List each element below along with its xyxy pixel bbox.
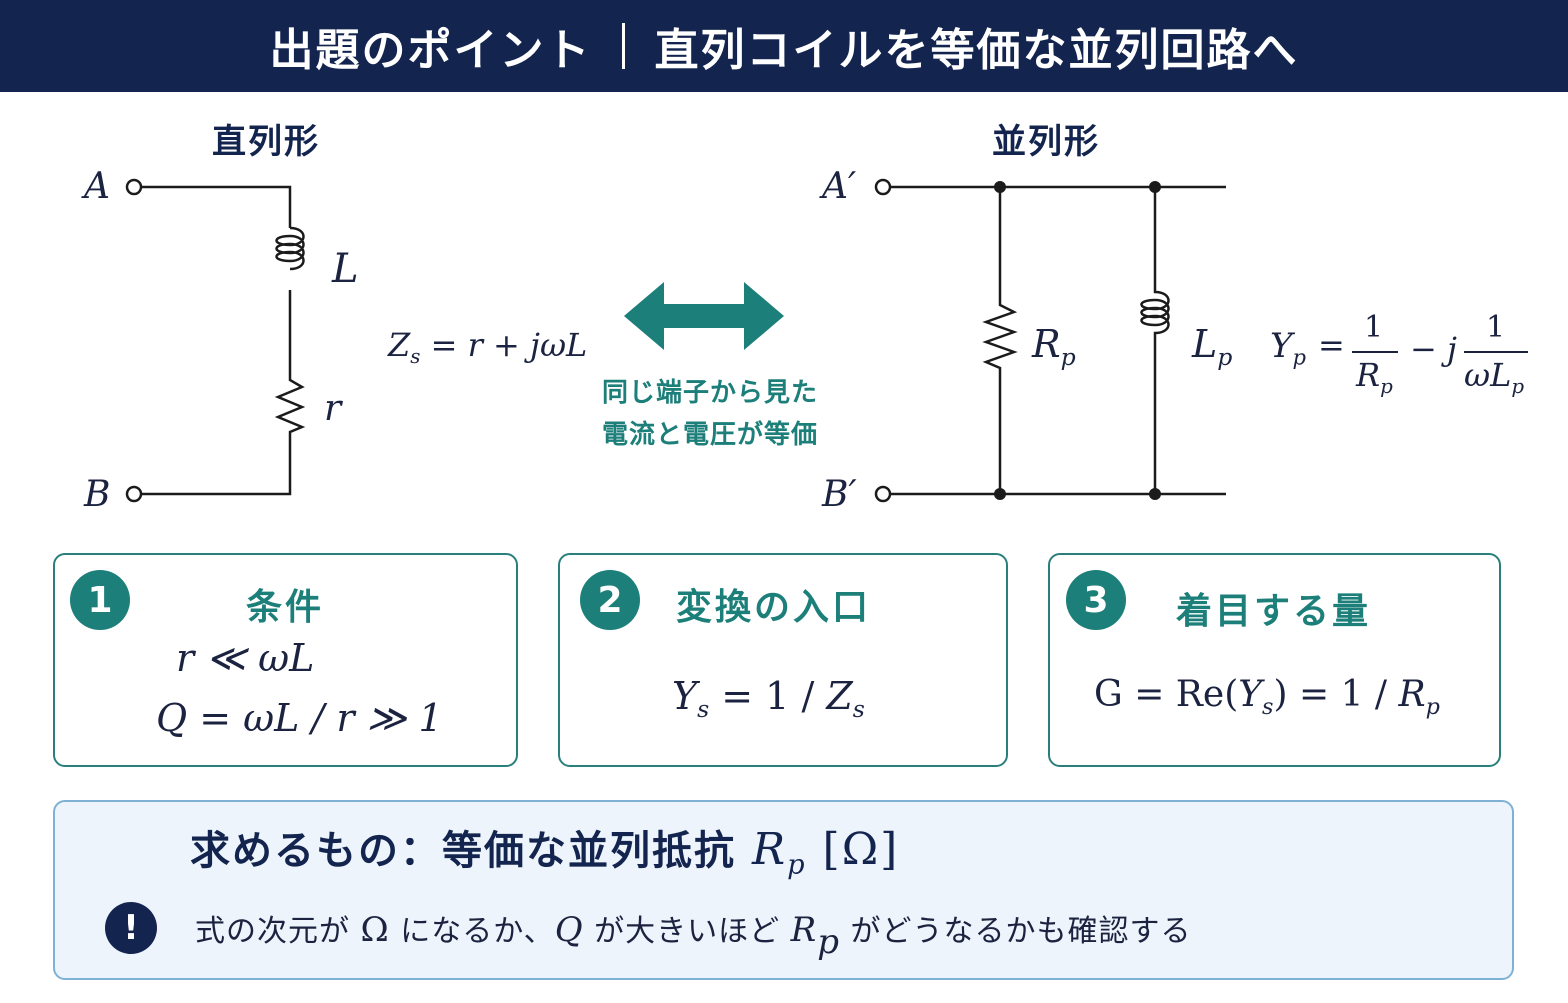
parallel-resistor-label: Rp <box>1032 322 1076 372</box>
parallel-inductor-branch <box>1140 187 1170 494</box>
terminal-a-node <box>125 178 143 196</box>
junction-dot <box>1149 181 1161 193</box>
inductor-label: L <box>332 246 359 292</box>
terminal-a-prime-node <box>874 178 892 196</box>
equivalence-note-line1: 同じ端子から見た <box>601 378 818 408</box>
fraction1-numerator: 1 <box>1364 310 1384 345</box>
admittance-equals: = <box>1318 326 1345 364</box>
junction-dot <box>994 488 1006 500</box>
step-number-2: 2 <box>580 570 640 630</box>
double-arrow-icon <box>624 282 784 350</box>
parallel-resistor-branch <box>982 187 1018 494</box>
step-number-1: 1 <box>70 570 130 630</box>
terminal-b-label: B <box>84 474 111 515</box>
junction-dot <box>1149 488 1161 500</box>
series-top-wire <box>141 185 292 228</box>
goal-title: 求めるもの：等価な並列抵抗 Rp [Ω] <box>190 818 900 881</box>
series-resistor-and-bottom-wire <box>141 290 306 496</box>
series-impedance-formula: Zs = r + jωL <box>388 326 588 368</box>
header-bar: 出題のポイント 直列コイルを等価な並列回路へ <box>0 0 1568 92</box>
step-number-3: 3 <box>1066 570 1126 630</box>
fraction1-denominator: Rp <box>1356 356 1393 398</box>
admittance-lhs: Yp <box>1270 326 1306 370</box>
series-inductor <box>275 226 305 271</box>
equivalence-note-line2: 電流と電圧が等価 <box>601 420 818 450</box>
conversion-card-title: 変換の入口 <box>676 587 872 628</box>
equivalence-note: 同じ端子から見た 電流と電圧が等価 <box>560 372 860 456</box>
condition-formula-2: Q = ωL / r ≫ 1 <box>156 696 443 740</box>
goal-symbol: Rp [Ω] <box>751 824 900 881</box>
exclamation-icon: ! <box>105 902 157 954</box>
terminal-a-label: A <box>84 166 110 207</box>
target-quantity-card-title: 着目する量 <box>1176 591 1372 632</box>
header-title-right: 直列コイルを等価な並列回路へ <box>654 25 1299 76</box>
check-note: 式の次元が Ω になるか、Q が大きいほど Rp がどうなるかも確認する <box>195 910 1192 962</box>
terminal-b-prime-node <box>874 485 892 503</box>
resistor-label: r <box>324 388 342 429</box>
header-separator <box>621 23 625 69</box>
series-title: 直列形 <box>212 122 320 162</box>
goal-title-text: 求めるもの：等価な並列抵抗 <box>190 828 736 874</box>
parallel-inductor-label: Lp <box>1192 322 1233 372</box>
terminal-a-prime-label: A′ <box>822 166 857 207</box>
condition-card <box>53 553 518 767</box>
goal-box <box>53 800 1514 980</box>
conversion-formula: Ys = 1 / Zs <box>672 674 865 724</box>
header-title-left: 出題のポイント <box>269 25 592 76</box>
condition-card-title: 条件 <box>246 587 325 628</box>
terminal-b-node <box>125 485 143 503</box>
parallel-title: 並列形 <box>992 122 1100 162</box>
circuit-diagram <box>125 178 1528 503</box>
target-quantity-formula: G = Re(Ys) = 1 / Rp <box>1094 674 1440 720</box>
fraction2-denominator: ωLp <box>1464 356 1525 398</box>
fraction2-numerator: 1 <box>1486 310 1506 345</box>
junction-dot <box>994 181 1006 193</box>
minus-j: − j <box>1410 330 1457 368</box>
terminal-b-prime-label: B′ <box>822 474 857 515</box>
condition-formula-1: r ≪ ωL <box>176 636 315 680</box>
